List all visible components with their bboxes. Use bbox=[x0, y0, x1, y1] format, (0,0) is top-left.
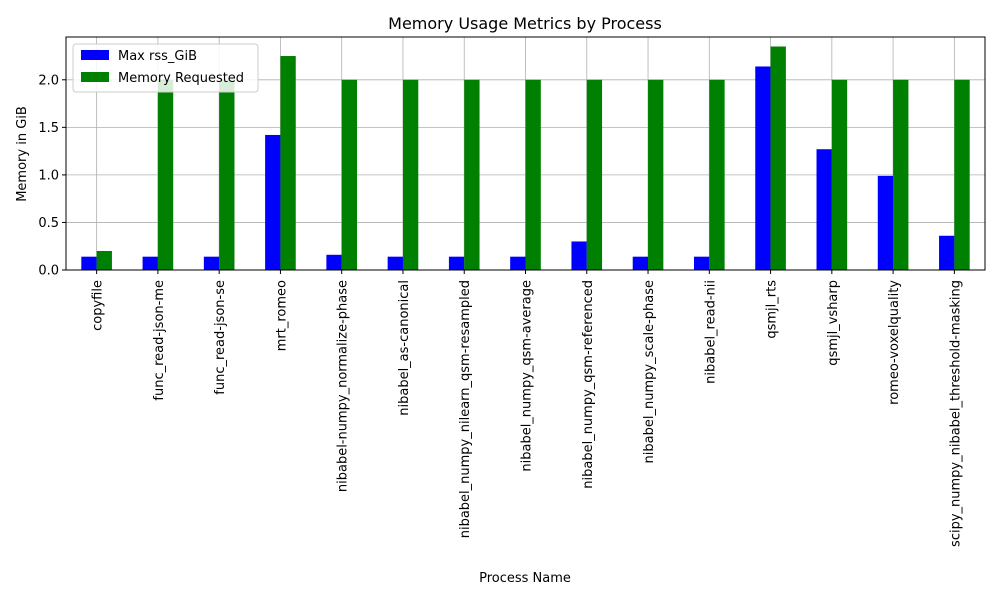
bar-max-rss bbox=[816, 149, 832, 270]
x-tick-label: nibabel_as-canonical bbox=[397, 280, 412, 416]
bar-memory-requested bbox=[709, 79, 725, 270]
x-axis-label: Process Name bbox=[479, 571, 571, 586]
bar-memory-requested bbox=[464, 79, 480, 270]
x-tick-label: scipy_numpy_nibabel_threshold-masking bbox=[948, 280, 963, 547]
bar-max-rss bbox=[448, 256, 465, 270]
y-tick-label: 2.0 bbox=[38, 73, 59, 88]
legend-label-memory-requested: Memory Requested bbox=[118, 71, 244, 86]
bar-max-rss bbox=[142, 256, 158, 270]
bar-memory-requested bbox=[157, 79, 174, 270]
bar-max-rss bbox=[265, 134, 281, 270]
x-tick-label: romeo-voxelquality bbox=[887, 280, 902, 405]
bar-memory-requested bbox=[831, 79, 848, 270]
x-tick-label: nibabel_numpy_scale-phase bbox=[642, 280, 657, 463]
x-tick-label: func_read-json-se bbox=[213, 280, 228, 395]
y-tick-label: 1.0 bbox=[38, 168, 59, 183]
x-tick-label: qsmjl_rts bbox=[765, 280, 780, 339]
bar-max-rss bbox=[387, 256, 403, 270]
legend: Max rss_GiB Memory Requested bbox=[72, 43, 259, 93]
bar-memory-requested bbox=[96, 250, 112, 270]
bar-max-rss bbox=[693, 256, 710, 270]
bar-memory-requested bbox=[525, 79, 541, 270]
legend-label-max-rss: Max rss_GiB bbox=[118, 49, 197, 64]
bars bbox=[81, 46, 970, 271]
x-tick-label: nibabel_numpy_qsm-average bbox=[520, 280, 535, 472]
chart-title: Memory Usage Metrics by Process bbox=[388, 14, 662, 33]
bar-memory-requested bbox=[219, 79, 235, 270]
y-tick-label: 0.0 bbox=[38, 264, 59, 279]
bar-max-rss bbox=[326, 254, 342, 270]
bar-max-rss bbox=[877, 175, 894, 270]
legend-frame bbox=[72, 43, 259, 93]
bar-max-rss bbox=[755, 66, 771, 271]
ticks: 0.0 0.5 1.0 1.5 2.0 copyfile func_read-json-me… bbox=[38, 73, 963, 547]
bar-memory-requested bbox=[954, 79, 970, 270]
x-tick-label: copyfile bbox=[91, 280, 106, 331]
bar-max-rss bbox=[203, 256, 220, 270]
bar-memory-requested bbox=[586, 79, 603, 270]
x-tick-label: nibabel_numpy_qsm-referenced bbox=[581, 280, 596, 489]
x-tick-label: mrt_romeo bbox=[274, 280, 289, 351]
y-tick-label: 1.5 bbox=[38, 121, 59, 136]
bar-memory-requested bbox=[280, 56, 296, 270]
bar-max-rss bbox=[510, 256, 526, 270]
x-tick-label: qsmjl_vsharp bbox=[826, 280, 841, 366]
legend-swatch-memory-requested bbox=[81, 72, 109, 82]
bar-memory-requested bbox=[402, 79, 419, 270]
bar-max-rss bbox=[632, 256, 649, 270]
x-tick-label: nibabel_numpy_nilearn_qsm-resampled bbox=[458, 280, 473, 538]
bar-max-rss bbox=[939, 235, 955, 270]
x-tick-label: func_read-json-me bbox=[152, 280, 167, 401]
bar-memory-requested bbox=[341, 79, 358, 270]
x-tick-label: nibabel-numpy_normalize-phase bbox=[336, 280, 351, 492]
bar-memory-requested bbox=[893, 79, 909, 270]
legend-swatch-max-rss bbox=[81, 50, 109, 60]
bar-memory-requested bbox=[648, 79, 664, 270]
y-tick-label: 0.5 bbox=[38, 216, 59, 231]
bar-memory-requested bbox=[770, 46, 786, 270]
bar-max-rss bbox=[571, 241, 587, 270]
bar-max-rss bbox=[81, 256, 97, 270]
x-tick-label: nibabel_read-nii bbox=[703, 280, 718, 384]
y-axis-label: Memory in GiB bbox=[15, 106, 30, 202]
